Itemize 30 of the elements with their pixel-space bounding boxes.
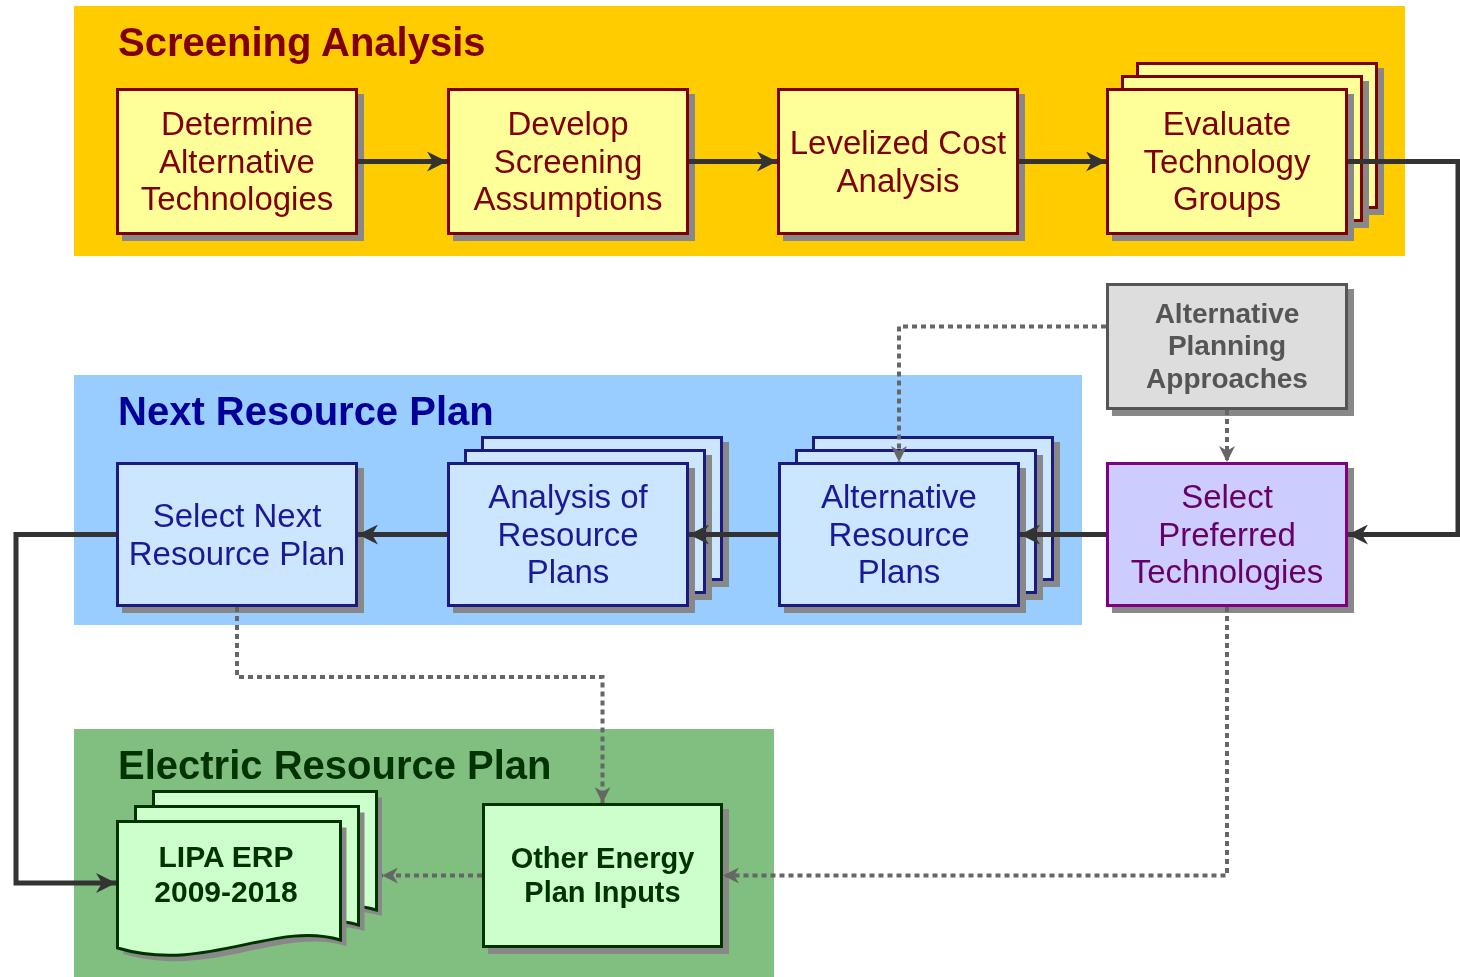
box-label: LIPA ERP 2009-2018: [153, 840, 299, 909]
group-band: [74, 6, 1405, 256]
box-label: Levelized Cost Analysis: [788, 123, 1008, 200]
box-label: Develop Screening Assumptions: [472, 104, 664, 219]
group-band: [74, 729, 774, 977]
box-label: Determine Alternative Technologies: [139, 104, 335, 219]
arrow: [235, 607, 611, 803]
arrow: [1020, 524, 1106, 545]
box-label: Alternative Resource Plans: [820, 477, 978, 592]
arrow: [1219, 410, 1235, 462]
arrow: [723, 607, 1229, 884]
arrow: [1019, 151, 1106, 172]
band-title: Next Resource Plan: [118, 389, 494, 434]
arrow: [358, 524, 447, 545]
box-label: Alternative Planning Approaches: [1145, 298, 1309, 395]
arrow: [689, 524, 778, 545]
arrow: [891, 324, 1106, 462]
box-label: Other Energy Plan Inputs: [509, 842, 696, 909]
band-title: Screening Analysis: [118, 20, 486, 65]
group-band: [74, 375, 1082, 625]
band-title: Electric Resource Plan: [118, 743, 552, 788]
box-label: Evaluate Technology Groups: [1142, 104, 1312, 219]
arrow: [382, 867, 482, 884]
box-label: Analysis of Resource Plans: [487, 477, 649, 592]
box-label: Select Preferred Technologies: [1129, 477, 1325, 592]
arrow: [358, 151, 447, 172]
arrow: [1348, 159, 1460, 545]
arrow: [13, 532, 116, 893]
arrow: [689, 151, 777, 172]
box-label: Select Next Resource Plan: [127, 496, 347, 573]
